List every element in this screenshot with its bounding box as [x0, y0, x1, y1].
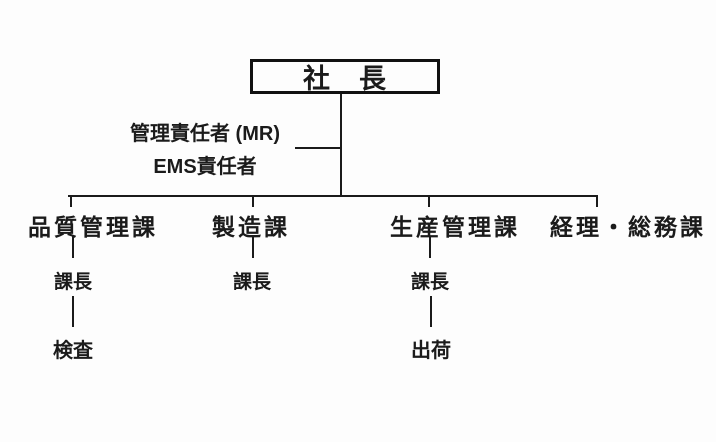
management-rep-label: 管理責任者 (MR) [130, 123, 280, 145]
manufacturing-to-chief-line [252, 236, 254, 258]
departments-horizontal-line [68, 195, 598, 197]
production-chief-label: 課長 [410, 272, 449, 293]
inspection-label: 検査 [53, 340, 93, 362]
quality-to-chief-line [72, 236, 74, 258]
president-label: 社 長 [303, 64, 387, 94]
management-rep-connector-line [295, 147, 341, 149]
dept-drop-line-accounting [596, 197, 598, 207]
dept-production-label: 生産管理課 [390, 214, 520, 240]
president-box: 社 長 [250, 59, 440, 94]
management-rep-block: 管理責任者 (MR) EMS責任者 [105, 118, 305, 184]
quality-chief-label: 課長 [53, 272, 92, 293]
ems-rep-label: EMS責任者 [153, 156, 257, 178]
dept-drop-line-quality [70, 197, 72, 207]
production-to-chief-line [429, 236, 431, 258]
dept-drop-line-manufacturing [252, 197, 254, 207]
dept-drop-line-production [428, 197, 430, 207]
dept-accounting-label: 経理・総務課 [550, 214, 706, 240]
dept-manufacturing-label: 製造課 [212, 214, 290, 240]
manufacturing-chief-label: 課長 [232, 272, 271, 293]
chief-to-shipping-line [430, 296, 432, 327]
shipping-label: 出荷 [411, 340, 451, 362]
president-vertical-line [340, 94, 342, 196]
dept-quality-label: 品質管理課 [28, 214, 158, 240]
chief-to-inspection-line [72, 296, 74, 327]
